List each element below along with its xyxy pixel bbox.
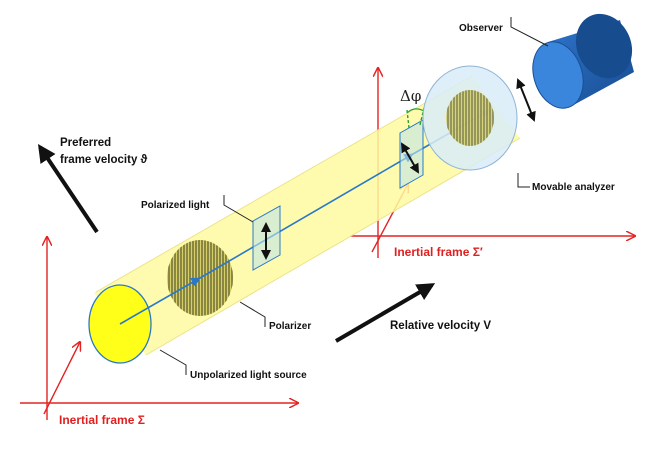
- analyzer-orientation-arrow: [516, 78, 536, 122]
- movable-analyzer: [422, 65, 518, 171]
- relative-velocity-label: Relative velocity V: [390, 320, 491, 332]
- preferred-frame-label-line1: Preferred: [60, 137, 111, 149]
- inertial-frame-sigma-axes: [20, 237, 298, 420]
- polarizer-label: Polarizer: [269, 321, 311, 332]
- preferred-frame-velocity-arrow: [37, 144, 99, 234]
- polarized-light-plate: [252, 205, 281, 271]
- preferred-frame-label-line2: frame velocity ϑ: [60, 154, 148, 166]
- relative-velocity-arrow: [334, 283, 436, 343]
- movable-analyzer-label: Movable analyzer: [532, 182, 615, 193]
- inertial-frame-sigma-label: Inertial frame Σ: [59, 413, 145, 427]
- inertial-frame-sigma-prime-label: Inertial frame Σ′: [394, 245, 483, 259]
- polarized-light-label: Polarized light: [141, 200, 210, 211]
- observer-cylinder: [532, 13, 634, 109]
- delta-phi-label: Δφ: [400, 87, 421, 105]
- unpolarized-source-label: Unpolarized light source: [190, 370, 307, 381]
- callout-lines: [159, 17, 549, 375]
- rotated-polarization-plate: [399, 107, 425, 189]
- observer-label: Observer: [459, 23, 503, 34]
